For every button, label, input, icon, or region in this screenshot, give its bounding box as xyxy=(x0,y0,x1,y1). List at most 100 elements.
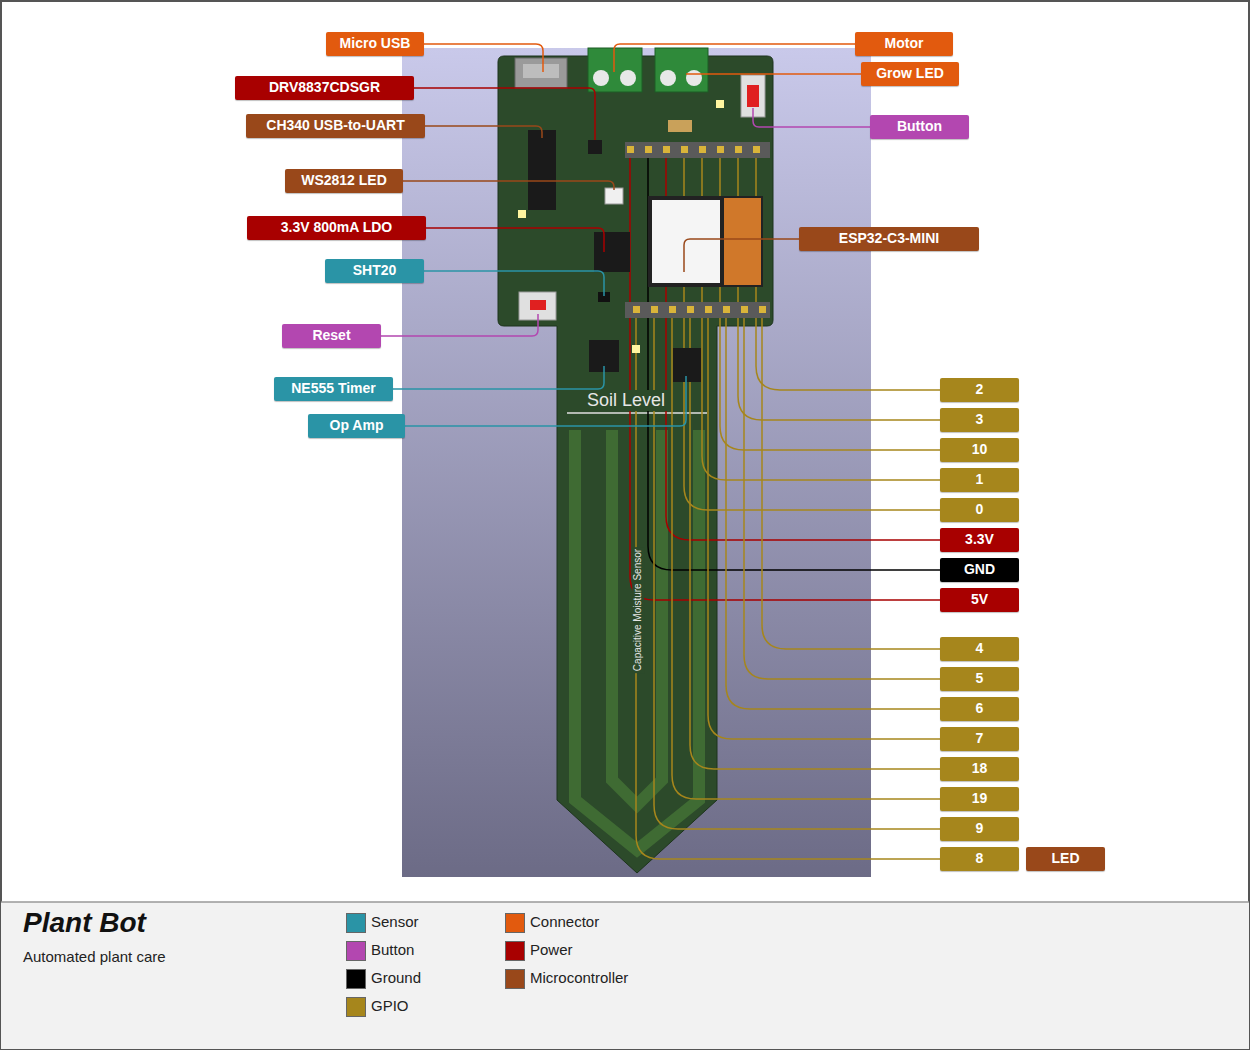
callout-box: 6 xyxy=(940,697,1019,721)
esp32-antenna xyxy=(724,198,761,285)
pin-leader xyxy=(726,310,940,709)
power-leader xyxy=(630,150,940,600)
status-led xyxy=(632,345,640,353)
legend-label: GPIO xyxy=(371,996,409,1016)
leader-line xyxy=(393,366,604,389)
terminal-screw xyxy=(593,70,609,86)
header-pin xyxy=(669,306,676,313)
pin-leader xyxy=(756,150,940,390)
terminal-screw xyxy=(686,70,702,86)
pin-leader xyxy=(690,310,940,769)
footer-divider xyxy=(1,901,1249,903)
legend-swatch xyxy=(505,969,525,989)
callout-box: ESP32-C3-MINI xyxy=(799,227,979,251)
callout-text: 3.3V 800mA LDO xyxy=(281,218,393,236)
leader-line xyxy=(684,239,799,272)
header-pin xyxy=(705,306,712,313)
callout-leaders xyxy=(381,44,870,426)
callout-text: 8 xyxy=(976,849,984,867)
capacitor xyxy=(668,120,692,132)
callout-text: 3.3V xyxy=(965,530,994,548)
header-pin xyxy=(741,306,748,313)
callout-box: DRV8837CDSGR xyxy=(235,76,414,100)
legend-swatch xyxy=(505,913,525,933)
header-pin xyxy=(687,306,694,313)
header-pin xyxy=(717,146,724,153)
callout-text: WS2812 LED xyxy=(301,171,387,189)
reset-switch xyxy=(530,300,546,310)
callout-text: Reset xyxy=(312,326,350,344)
callout-box: 18 xyxy=(940,757,1019,781)
pin-header xyxy=(625,302,770,318)
callout-box: Grow LED xyxy=(861,62,959,86)
callout-box: 5 xyxy=(940,667,1019,691)
callout-text: 6 xyxy=(976,699,984,717)
terminal-block xyxy=(655,48,708,92)
callout-box: Button xyxy=(870,115,969,139)
callout-box: 3.3V xyxy=(940,528,1019,552)
leader-line xyxy=(414,88,595,140)
callout-text: ESP32-C3-MINI xyxy=(839,229,939,247)
ground-leader xyxy=(648,150,940,570)
legend-swatch xyxy=(505,941,525,961)
callout-text: Op Amp xyxy=(330,416,384,434)
button-switch xyxy=(747,85,759,107)
callout-box: 3.3V 800mA LDO xyxy=(247,216,426,240)
legend-label: Connector xyxy=(530,912,599,932)
pin-leader xyxy=(738,150,940,420)
header-pin xyxy=(735,146,742,153)
callout-text: CH340 USB-to-UART xyxy=(266,116,404,134)
callout-text: 5 xyxy=(976,669,984,687)
callout-box: 0 xyxy=(940,498,1019,522)
callout-box: 2 xyxy=(940,378,1019,402)
callout-text: Motor xyxy=(885,34,924,52)
terminal-screw xyxy=(660,70,676,86)
callout-text: 0 xyxy=(976,500,984,518)
legend-label: Power xyxy=(530,940,573,960)
callout-box: 9 xyxy=(940,817,1019,841)
legend-label: Ground xyxy=(371,968,421,988)
opamp-chip xyxy=(673,348,701,382)
pin-leader xyxy=(762,310,940,649)
leader-line xyxy=(686,73,861,75)
ws2812-led xyxy=(605,188,623,204)
footer-panel xyxy=(1,902,1249,1049)
callout-box: Op Amp xyxy=(308,414,405,438)
callout-text: 4 xyxy=(976,639,984,657)
leader-line xyxy=(424,44,543,72)
header-pins xyxy=(627,146,766,313)
leader-line xyxy=(425,126,542,138)
legend-label: Button xyxy=(371,940,414,960)
callout-text: 10 xyxy=(972,440,988,458)
leader-line xyxy=(381,314,538,336)
callout-box: 10 xyxy=(940,438,1019,462)
callout-box: Micro USB xyxy=(326,32,424,56)
driver-chip xyxy=(588,140,602,154)
header-pin xyxy=(651,306,658,313)
legend-swatch xyxy=(346,941,366,961)
header-pin xyxy=(699,146,706,153)
callout-text: SHT20 xyxy=(353,261,397,279)
header-pin xyxy=(633,306,640,313)
callout-text: 1 xyxy=(976,470,984,488)
pin-leaders xyxy=(630,150,940,859)
terminal-block xyxy=(588,48,642,92)
silkscreen-text: Capacitive Moisture Sensor xyxy=(632,547,644,673)
leader-line xyxy=(614,44,855,72)
leader-line xyxy=(403,181,614,190)
pin-leader xyxy=(672,310,940,799)
header-pin xyxy=(723,306,730,313)
callout-box: 19 xyxy=(940,787,1019,811)
callout-box: 1 xyxy=(940,468,1019,492)
header-pin xyxy=(663,146,670,153)
status-led xyxy=(518,210,526,218)
pin-leader xyxy=(636,310,940,859)
callout-box: 4 xyxy=(940,637,1019,661)
callout-box: Motor xyxy=(855,32,953,56)
usb-connector xyxy=(515,58,567,88)
callout-text: 18 xyxy=(972,759,988,777)
header-pin xyxy=(645,146,652,153)
leader-line xyxy=(753,108,870,127)
